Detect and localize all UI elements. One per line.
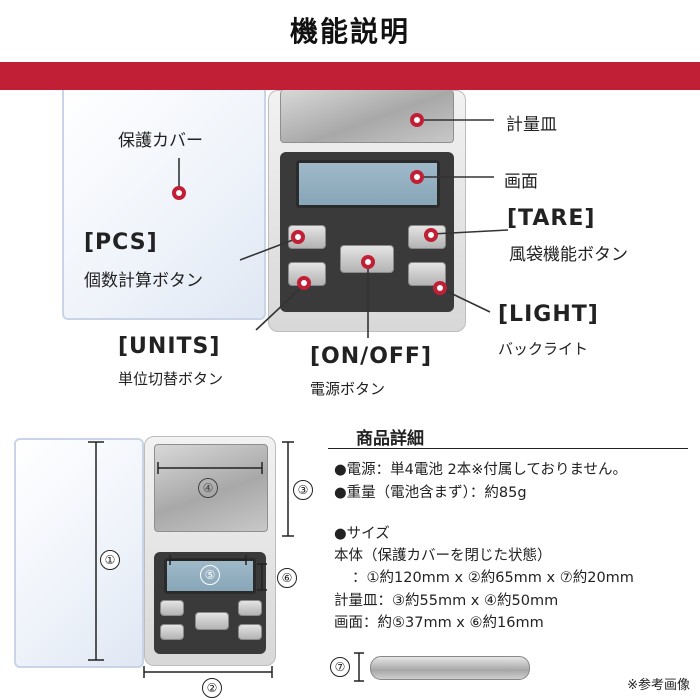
dimension-key-d	[160, 624, 184, 640]
header-band	[0, 62, 700, 90]
marker-6: ⑥	[277, 568, 297, 588]
tray-label: 計量皿	[506, 115, 557, 135]
marker-1: ①	[100, 550, 120, 570]
spec-tray-dims: 計量皿：③約55mm x ④約50mm	[334, 593, 559, 609]
light-description: バックライト	[498, 340, 589, 358]
marker-7: ⑦	[330, 657, 350, 677]
spec-body-dims: ：①約120mm x ②約65mm x ⑦約20mm	[352, 570, 634, 586]
onoff-title: [ON/OFF]	[310, 344, 433, 369]
spec-screen-dims: 画面：約⑤37mm x ⑥約16mm	[334, 615, 544, 631]
marker-4: ④	[198, 478, 218, 498]
cover-marker-dot	[172, 186, 186, 200]
dimension-key-e	[238, 624, 262, 640]
units-marker-dot	[297, 276, 311, 290]
dimension-key-a	[160, 600, 184, 616]
weighing-tray	[280, 90, 454, 143]
tare-marker-dot	[424, 228, 438, 242]
light-marker-dot	[433, 281, 447, 295]
light-title: [LIGHT]	[498, 302, 599, 327]
spec-size-heading: ●サイズ	[334, 526, 390, 542]
dimension-cover	[14, 438, 144, 668]
marker-2: ②	[202, 678, 222, 698]
pcs-leader	[239, 237, 299, 261]
screen-label: 画面	[504, 172, 538, 192]
thickness-bracket	[354, 652, 364, 682]
tare-description: 風袋機能ボタン	[509, 245, 628, 265]
onoff-description: 電源ボタン	[310, 380, 386, 398]
pcs-marker-dot	[291, 230, 305, 244]
units-description: 単位切替ボタン	[118, 370, 224, 388]
spec-body-heading: 本体（保護カバーを閉じた状態）	[334, 548, 552, 564]
cover-label: 保護カバー	[118, 131, 203, 151]
dimension-tray	[154, 444, 268, 532]
spec-power: ●電源：単4電池 2本※付属しておりません。	[334, 462, 628, 478]
pcs-description: 個数計算ボタン	[84, 271, 203, 291]
lcd-screen	[296, 160, 440, 208]
tare-leader	[431, 229, 509, 235]
page-title: 機能説明	[289, 15, 410, 48]
reference-note: ※参考画像	[627, 678, 690, 693]
tare-title: [TARE]	[507, 206, 596, 231]
screen-marker-dot	[410, 170, 424, 184]
tray-marker-dot	[410, 113, 424, 127]
side-profile-scale	[370, 656, 530, 680]
units-title: [UNITS]	[118, 334, 221, 359]
marker-3: ③	[293, 480, 313, 500]
units-leader	[255, 284, 305, 331]
protective-cover	[62, 90, 266, 320]
dimension-key-c	[195, 612, 229, 630]
spec-weight: ●重量（電池含まず）：約85g	[334, 485, 527, 501]
pcs-title: [PCS]	[84, 230, 158, 255]
spec-title: 商品詳細	[356, 429, 424, 449]
dimension-key-b	[238, 600, 262, 616]
light-leader	[439, 287, 491, 313]
onoff-marker-dot	[361, 255, 375, 269]
spec-divider	[328, 448, 688, 449]
marker-5: ⑤	[200, 565, 220, 585]
